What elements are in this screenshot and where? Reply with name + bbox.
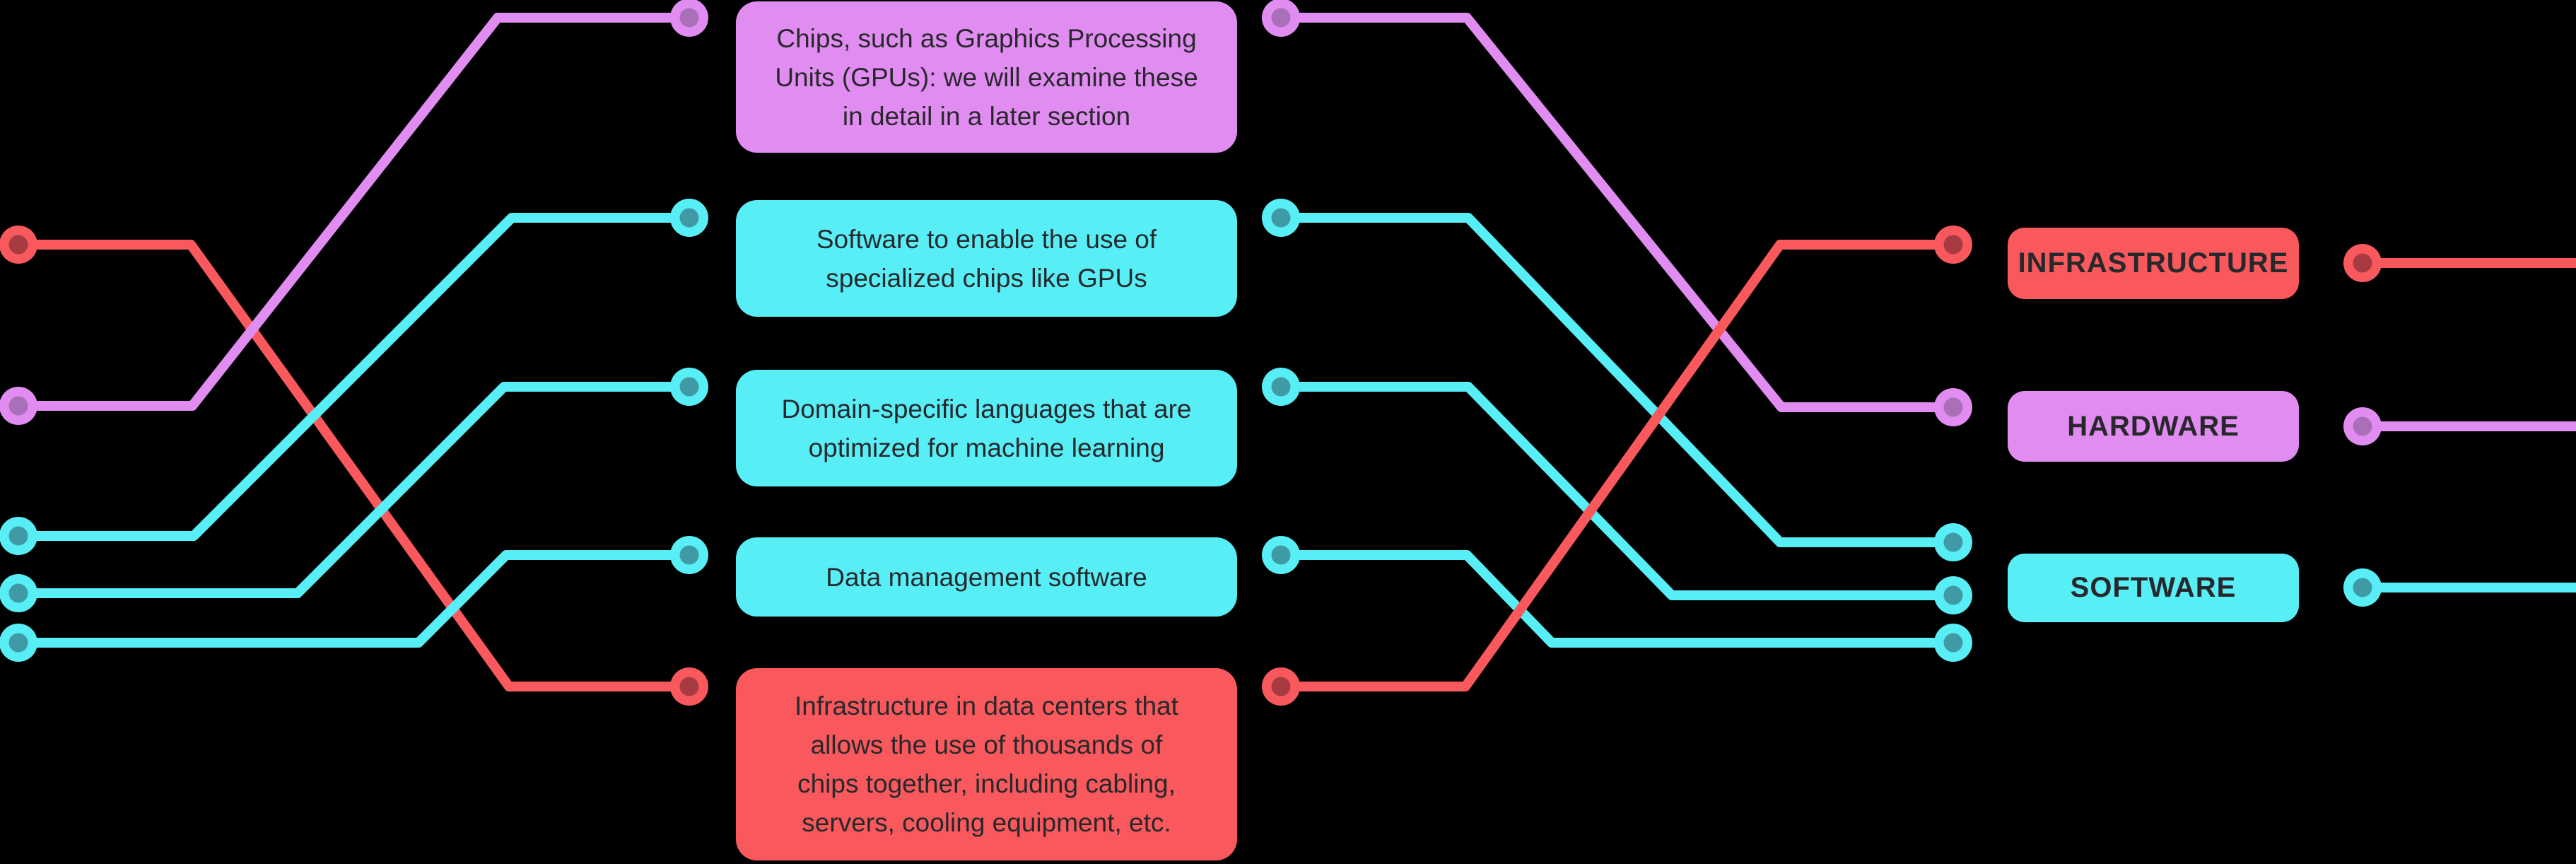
topic-box-chips-gpus: Chips, such as Graphics Processing Units…: [736, 1, 1237, 153]
category-label-hardware-text: HARDWARE: [2067, 410, 2240, 442]
node-dot-dsl-left-dot: [670, 368, 708, 406]
connector-data-management-to-software: [1281, 550, 1953, 648]
connector-chips-box-to-hardware: [1281, 13, 1953, 412]
connector-left-purple-to-chips-box: [18, 13, 689, 411]
node-dot-software-enable-left-dot: [670, 199, 708, 237]
node-dot-data-mgmt-left-dot: [670, 536, 708, 574]
node-dot-left-end-dot-purple: [0, 387, 37, 425]
node-dot-hardware-right-dot: [2343, 407, 2382, 445]
topic-box-software-enable: Software to enable the use of specialize…: [736, 200, 1237, 317]
node-dot-left-end-dot-cyan-3: [0, 624, 37, 662]
node-dot-software-enable-right-dot: [1262, 199, 1300, 237]
node-dot-chips-box-right-dot: [1262, 0, 1300, 37]
node-dot-infrastructure-right-dot: [2343, 244, 2382, 282]
connector-software-enable-to-software: [1281, 213, 1953, 547]
connector-dsl-to-software: [1281, 382, 1953, 600]
connector-left-cyan-to-software-enable: [18, 213, 689, 541]
connector-datacenter-box-to-infrastructure: [1281, 240, 1953, 691]
topic-box-chips-gpus-text: Chips, such as Graphics Processing Units…: [775, 23, 1198, 131]
node-dot-hardware-left-dot: [1934, 388, 1972, 426]
node-dot-left-end-dot-cyan-2: [0, 574, 37, 612]
connector-left-red-to-datacenter-box: [18, 240, 689, 691]
node-dot-software-right-dot: [2343, 568, 2382, 607]
topic-box-data-management-text: Data management software: [826, 562, 1147, 592]
node-dot-left-end-dot-red: [0, 226, 37, 264]
node-dot-dsl-right-dot: [1262, 368, 1300, 406]
topic-box-domain-specific-languages-text: Domain-specific languages that are optim…: [781, 394, 1192, 462]
topic-box-software-enable-text: Software to enable the use of specialize…: [816, 224, 1157, 293]
node-dot-software-left-dot-3: [1934, 624, 1972, 662]
node-dot-infrastructure-left-dot: [1934, 226, 1972, 264]
category-label-hardware: HARDWARE: [2008, 391, 2299, 462]
connector-left-cyan-to-dsl: [18, 382, 689, 598]
node-dot-chips-box-left-dot: [670, 0, 708, 37]
node-dot-software-left-dot-1: [1934, 523, 1972, 561]
topic-box-data-management: Data management software: [736, 537, 1237, 617]
category-label-software-text: SOFTWARE: [2070, 572, 2237, 603]
category-label-infrastructure: INFRASTRUCTURE: [2008, 228, 2299, 299]
category-label-software: SOFTWARE: [2008, 554, 2299, 622]
topic-box-domain-specific-languages: Domain-specific languages that are optim…: [736, 370, 1237, 486]
connector-left-cyan-to-data-management: [18, 550, 689, 648]
node-dot-datacenter-right-dot: [1262, 667, 1300, 706]
node-dot-datacenter-left-dot: [670, 667, 708, 706]
topic-box-data-center-infrastructure-text: Infrastructure in data centers that allo…: [795, 691, 1178, 837]
topic-box-data-center-infrastructure: Infrastructure in data centers that allo…: [736, 668, 1237, 860]
node-dot-software-left-dot-2: [1934, 576, 1972, 614]
node-dot-left-end-dot-cyan-1: [0, 517, 37, 555]
category-label-infrastructure-text: INFRASTRUCTURE: [2018, 247, 2289, 279]
node-dot-data-mgmt-right-dot: [1262, 536, 1300, 574]
